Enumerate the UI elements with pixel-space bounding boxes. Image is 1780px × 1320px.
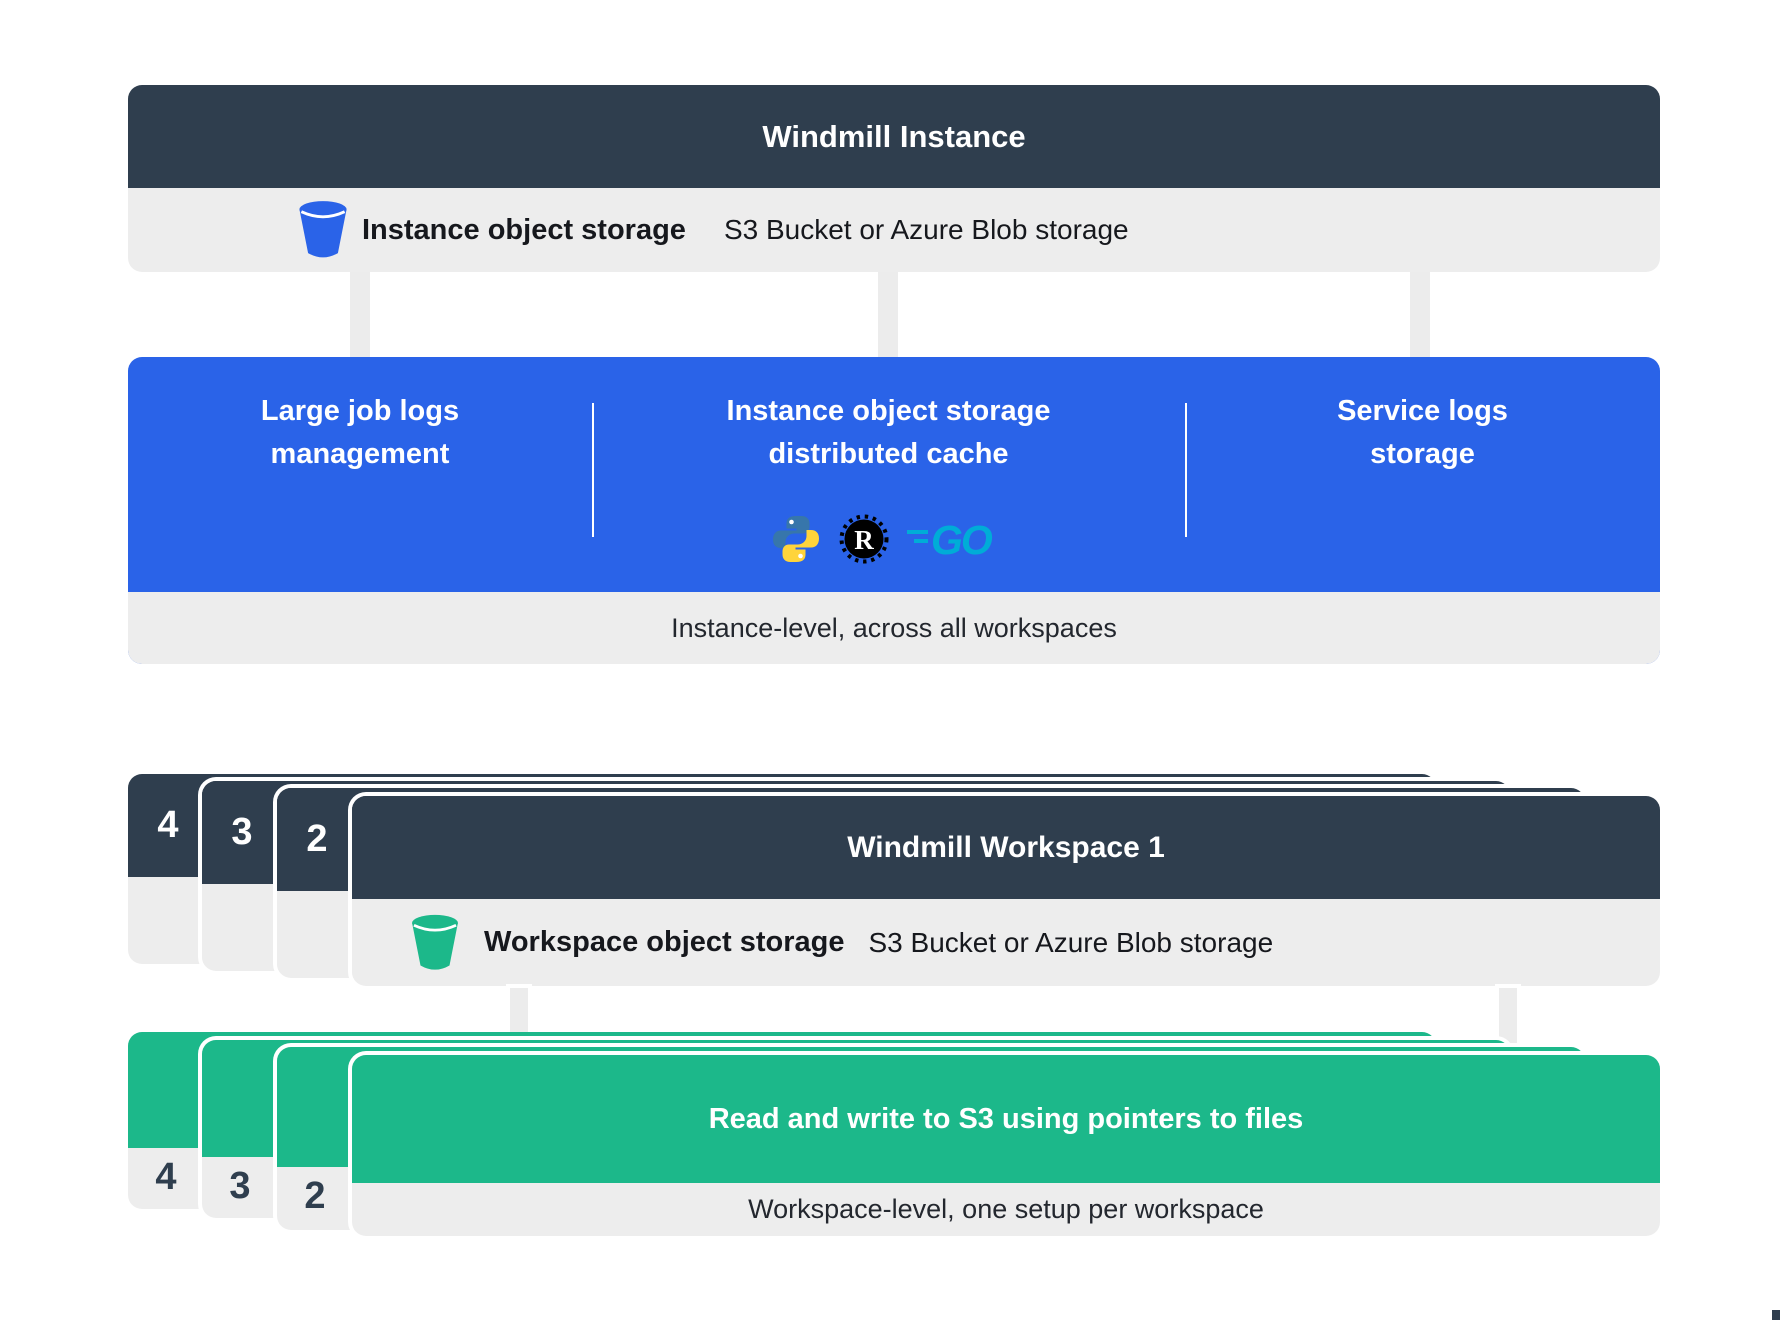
feature-service-logs: Service logs storage [1337,395,1508,470]
workspace-title: Windmill Workspace 1 [847,830,1165,864]
section-divider [1185,403,1187,537]
workspace-storage-row: Workspace object storage S3 Bucket or Az… [352,899,1660,986]
svg-text:GO: GO [931,517,993,562]
go-icon: GO [906,516,1007,562]
action-stack-label: 4 [155,1156,177,1198]
instance-caption: Instance-level, across all workspaces [671,612,1117,643]
action-card-1: Read and write to S3 using pointers to f… [352,1055,1660,1236]
bucket-icon [298,200,348,260]
action-stack-label: 3 [229,1165,251,1207]
instance-features-panel: Large job logs management Instance objec… [128,357,1660,664]
bucket-icon [410,914,460,972]
action-card-header: Read and write to S3 using pointers to f… [352,1055,1660,1183]
rust-icon: R [837,512,891,566]
instance-card-header: Windmill Instance [128,85,1660,188]
instance-caption-strip: Instance-level, across all workspaces [128,592,1660,664]
corner-artifact [1772,1310,1780,1320]
action-title: Read and write to S3 using pointers to f… [708,1102,1304,1135]
section-divider [592,403,594,537]
python-icon [771,514,821,564]
instance-storage-detail: S3 Bucket or Azure Blob storage [723,214,1129,245]
action-stack-label: 2 [304,1175,326,1217]
arrow-down-icon [350,272,370,358]
arrow-down-icon [1410,272,1430,358]
feature-distributed-cache: Instance object storage distributed cach… [726,395,1051,470]
instance-title: Windmill Instance [762,118,1026,154]
workspace-card-1: Windmill Workspace 1 Workspace object st… [352,796,1660,986]
workspace-card-header: Windmill Workspace 1 [352,796,1660,899]
workspace-stack-label: 2 [306,818,328,860]
workspace-stack-label: 3 [231,811,253,853]
workspace-storage-detail: S3 Bucket or Azure Blob storage [868,926,1274,958]
svg-text:R: R [854,525,874,555]
arrow-down-icon [878,272,898,358]
action-caption-strip: Workspace-level, one setup per workspace [352,1183,1660,1236]
feature-large-job-logs: Large job logs management [260,395,460,470]
action-caption: Workspace-level, one setup per workspace [748,1194,1264,1224]
instance-storage-label: Instance object storage [362,213,686,246]
instance-card: Windmill Instance Instance object storag… [128,85,1660,272]
workspace-stack-label: 4 [157,804,179,846]
instance-storage-row: Instance object storage S3 Bucket or Azu… [128,188,1660,272]
language-icons-row: R GO [592,509,1185,569]
workspace-storage-label: Workspace object storage [484,926,845,958]
